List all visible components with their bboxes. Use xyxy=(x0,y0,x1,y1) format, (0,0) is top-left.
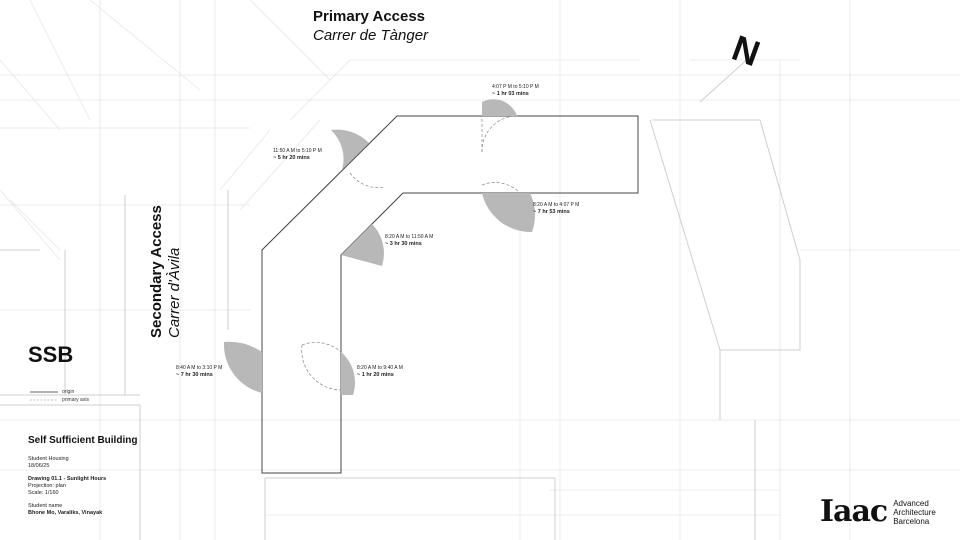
sunlight-time: 4:07 P M to 5:10 P M xyxy=(492,84,539,90)
iaac-logo: Iaac Advanced Architecture Barcelona xyxy=(820,497,936,527)
logo-line: Barcelona xyxy=(893,516,930,526)
scale: Scale: 1/160 xyxy=(28,490,59,496)
sun-wedge-4 xyxy=(341,224,384,266)
project-subtitle: Student Housing xyxy=(28,456,69,462)
sunlight-note-2: 11:50 A M to 5:10 P M ~ 5 hr 20 mins xyxy=(273,148,322,162)
logo-line: Advanced xyxy=(893,498,929,508)
secondary-access: Secondary Access Carrer d'Àvila xyxy=(148,148,184,338)
student-label: Student name xyxy=(28,503,63,509)
title-block: Self Sufficient Building Student Housing… xyxy=(28,435,137,517)
sun-wedge-3 xyxy=(482,193,536,233)
project-date: 18/06/25 xyxy=(28,463,50,469)
sunlight-duration: ~ 3 hr 30 mins xyxy=(385,241,422,247)
sunlight-time: 8:40 A M to 3:10 P M xyxy=(176,365,223,371)
sunlight-note-4: 8:20 A M to 11:50 A M ~ 3 hr 30 mins xyxy=(385,234,433,248)
project-title: Self Sufficient Building xyxy=(28,435,138,446)
sunlight-duration: ~ 7 hr 30 mins xyxy=(176,372,213,378)
primary-street-name: Carrer de Tànger xyxy=(313,27,429,44)
sun-wedge-5 xyxy=(223,341,262,393)
sunlight-duration: ~ 5 hr 20 mins xyxy=(273,155,310,161)
legend-origin-label: origin xyxy=(62,389,75,395)
sunlight-time: 8:20 A M to 9:40 A M xyxy=(357,365,403,371)
sunlight-time: 11:50 A M to 5:10 P M xyxy=(273,148,322,154)
student-names: Bhone Mo, Varaliks, Vinayak xyxy=(28,510,103,516)
context-lines-dark xyxy=(0,54,801,540)
sun-wedge-2 xyxy=(331,129,369,170)
sunlight-duration: ~ 1 hr 20 mins xyxy=(357,372,394,378)
projection: Projection: plan xyxy=(28,483,66,489)
sunlight-time: 8:20 A M to 4:07 P M xyxy=(533,202,580,208)
logo-text: Advanced Architecture Barcelona xyxy=(893,499,936,526)
sun-wedge-6 xyxy=(341,352,356,395)
sunlight-note-1: 4:07 P M to 5:10 P M ~ 1 hr 03 mins xyxy=(492,84,539,98)
door-swings xyxy=(301,115,521,391)
logo-mark: Iaac xyxy=(820,494,888,529)
project-code: SSB xyxy=(28,342,74,367)
sunlight-note-6: 8:20 A M to 9:40 A M ~ 1 hr 20 mins xyxy=(357,365,403,379)
sunlight-duration: ~ 7 hr 53 mins xyxy=(533,209,570,215)
secondary-access-label: Secondary Access xyxy=(148,205,165,338)
secondary-street-name: Carrer d'Àvila xyxy=(166,247,183,338)
sunlight-note-3: 8:20 A M to 4:07 P M ~ 7 hr 53 mins xyxy=(533,202,579,216)
building-outline xyxy=(261,115,639,474)
sunlight-note-5: 8:40 A M to 3:10 P M ~ 7 hr 30 mins xyxy=(176,365,222,379)
sunlight-time: 8:20 A M to 11:50 A M xyxy=(385,234,434,240)
sunlight-duration: ~ 1 hr 03 mins xyxy=(492,91,529,97)
logo-line: Architecture xyxy=(893,507,936,517)
primary-access-label: Primary Access xyxy=(313,8,426,25)
sunlight-wedges xyxy=(223,99,536,395)
sun-wedge-1 xyxy=(482,99,517,116)
drawing-name: Drawing 01.1 - Sunlight Hours xyxy=(28,476,107,482)
legend-axis-label: primary axis xyxy=(62,397,89,403)
